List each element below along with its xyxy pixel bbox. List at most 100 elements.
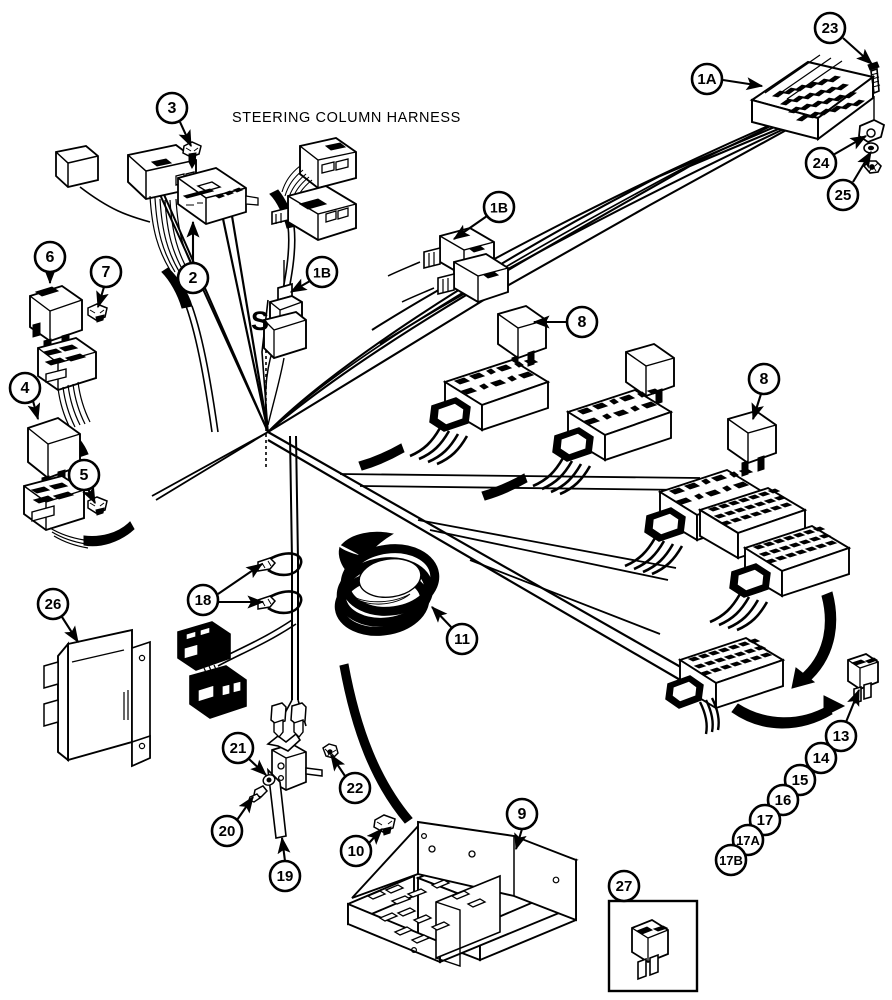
callout-number: 7 — [102, 264, 111, 281]
rocker-switch-2 — [177, 167, 259, 225]
callout-number: 17A — [736, 833, 760, 848]
callout-circle — [8, 371, 42, 405]
callout-number: 8 — [760, 371, 769, 388]
callout-6[interactable]: 6 — [33, 240, 67, 274]
callout-leader-10 — [366, 828, 383, 845]
callout-number: 25 — [835, 187, 852, 204]
callout-circle — [482, 190, 516, 224]
mounting-bracket-9 — [347, 820, 579, 967]
callout-1B[interactable]: 1B — [305, 255, 339, 289]
callout-18[interactable]: 18 — [186, 583, 220, 617]
callout-leader-1B — [452, 215, 488, 240]
callout-number: 20 — [219, 823, 236, 840]
control-module-26 — [43, 628, 151, 768]
callout-leader-13 — [845, 688, 860, 723]
washer-24 — [863, 142, 879, 154]
callout-circle — [714, 843, 748, 877]
callout-3[interactable]: 3 — [155, 91, 189, 125]
callout-number: 3 — [168, 100, 177, 117]
callout-leader-21 — [248, 758, 267, 776]
callout-leader-25 — [852, 150, 872, 183]
connector-1b-pair — [387, 226, 509, 304]
cable-tie-18a — [257, 552, 303, 577]
callout-7[interactable]: 7 — [89, 255, 123, 289]
callout-8[interactable]: 8 — [565, 305, 599, 339]
callout-leader-23 — [842, 37, 873, 65]
callout-circle — [505, 797, 539, 831]
screw-23 — [867, 61, 881, 120]
callout-circle — [305, 255, 339, 289]
callout-19[interactable]: 19 — [268, 859, 302, 893]
callout-number: 26 — [45, 596, 62, 613]
callout-leader-26 — [61, 616, 79, 644]
callout-number: 16 — [775, 792, 792, 809]
callout-1B[interactable]: 1B — [482, 190, 516, 224]
callout-number: 11 — [454, 631, 470, 648]
cable-tie-18b — [257, 590, 303, 615]
callout-circle — [804, 146, 838, 180]
dark-connector-pair — [177, 621, 247, 719]
callout-2[interactable]: 2 — [176, 261, 210, 295]
callout-number: 1B — [313, 265, 331, 281]
harness-plug-group — [269, 136, 357, 349]
callout-16[interactable]: 16 — [766, 783, 800, 817]
callout-leader-9 — [514, 828, 527, 851]
fuse-panel-1a — [749, 54, 886, 174]
harness-wire-trunk — [151, 111, 804, 727]
callout-22[interactable]: 22 — [338, 771, 372, 805]
coiled-conduit-11 — [334, 531, 440, 636]
callout-number: 17 — [757, 812, 774, 829]
callout-14[interactable]: 14 — [804, 741, 838, 775]
lever-switch-19 — [266, 702, 323, 839]
relay-box-c — [665, 636, 786, 735]
callout-circle — [338, 771, 372, 805]
push-clip-10 — [373, 814, 396, 836]
callout-20[interactable]: 20 — [210, 814, 244, 848]
callout-17B[interactable]: 17B — [714, 843, 748, 877]
callout-11[interactable]: 11 — [445, 622, 479, 656]
relay-4-assembly — [23, 336, 135, 549]
callout-number: 4 — [21, 380, 30, 397]
callout-23[interactable]: 23 — [813, 11, 847, 45]
push-clip-5 — [87, 496, 108, 516]
callout-circle — [826, 178, 860, 212]
relay-8c — [727, 409, 777, 477]
callout-13[interactable]: 13 — [824, 719, 858, 753]
fuse-27-box — [607, 899, 699, 993]
callout-10[interactable]: 10 — [339, 834, 373, 868]
relay-box-b — [709, 524, 852, 632]
section-label-s: S — [251, 306, 269, 336]
callout-number: 10 — [348, 843, 365, 860]
callout-circle — [804, 741, 838, 775]
callout-21[interactable]: 21 — [221, 731, 255, 765]
callout-24[interactable]: 24 — [804, 146, 838, 180]
callout-circle — [766, 783, 800, 817]
callout-4[interactable]: 4 — [8, 371, 42, 405]
callout-leader-1A — [722, 77, 764, 91]
callout-number: 8 — [578, 314, 587, 331]
callout-circle — [607, 869, 641, 903]
callout-circle — [813, 11, 847, 45]
callout-number: 27 — [616, 878, 633, 895]
callout-number: 15 — [792, 772, 809, 789]
callout-5[interactable]: 5 — [67, 458, 101, 492]
callout-number: 21 — [230, 740, 247, 757]
callout-27[interactable]: 27 — [607, 869, 641, 903]
callout-9[interactable]: 9 — [505, 797, 539, 831]
callout-26[interactable]: 26 — [36, 587, 70, 621]
callout-layer: 231A2425321B1B67458818112621222019109131… — [8, 11, 873, 903]
callout-1A[interactable]: 1A — [690, 62, 724, 96]
callout-leader-1B — [289, 278, 311, 293]
callout-number: 13 — [833, 728, 850, 745]
callout-number: 23 — [822, 20, 839, 37]
callout-circle — [89, 255, 123, 289]
callout-leader-24 — [832, 135, 868, 156]
callout-circle — [36, 587, 70, 621]
callout-8[interactable]: 8 — [747, 362, 781, 396]
callout-number: 18 — [195, 592, 212, 609]
callout-25[interactable]: 25 — [826, 178, 860, 212]
callout-leader-7 — [96, 286, 109, 309]
callout-number: 17B — [719, 853, 743, 868]
connector-1b-center — [263, 260, 307, 426]
